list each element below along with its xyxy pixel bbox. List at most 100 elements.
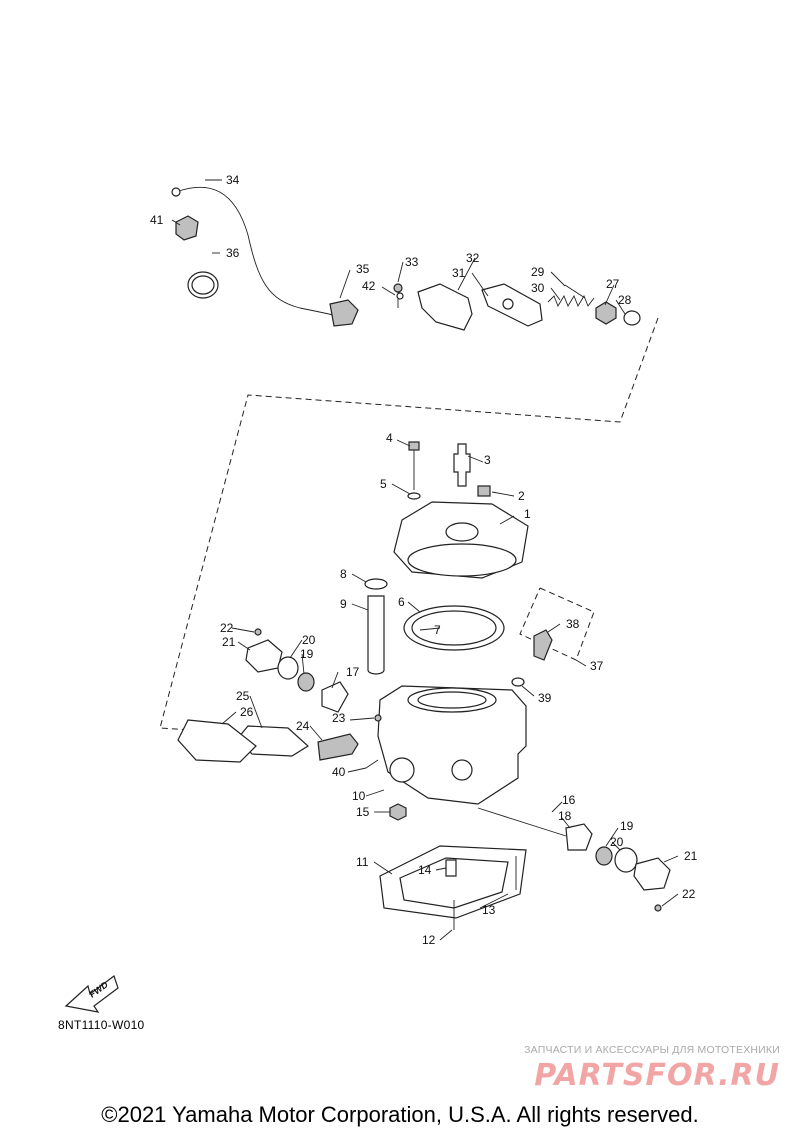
o-ring-39 <box>511 677 525 687</box>
callout-36: 36 <box>226 246 240 260</box>
nut-15 <box>389 803 407 821</box>
callout-3: 3 <box>484 453 491 467</box>
callout-17: 17 <box>346 665 360 679</box>
cable-holder-41 <box>175 215 199 241</box>
callout-4: 4 <box>386 431 393 445</box>
callout-2: 2 <box>518 489 525 503</box>
washer-5 <box>407 492 421 500</box>
copyright-notice: ©2021 Yamaha Motor Corporation, U.S.A. A… <box>101 1102 699 1127</box>
callout-33: 33 <box>405 255 419 269</box>
bolt-23 <box>374 714 382 722</box>
leader-lines-main <box>221 439 679 941</box>
cable-end-fitting <box>171 187 181 197</box>
callout-21-right: 21 <box>684 849 698 863</box>
callout-41: 41 <box>150 213 164 227</box>
callout-20-right: 20 <box>610 835 624 849</box>
spring-30 <box>547 294 595 308</box>
callout-1: 1 <box>524 507 531 521</box>
head-base <box>407 543 517 577</box>
cylinder-bore-inner <box>417 691 487 709</box>
callout-22-right: 22 <box>682 887 696 901</box>
watermark-tagline: ЗАПЧАСТИ И АКСЕССУАРЫ ДЛЯ МОТОТЕХНИКИ <box>524 1044 780 1056</box>
bolt-22-right <box>654 904 662 912</box>
callout-40: 40 <box>332 765 346 779</box>
callout-26: 26 <box>240 705 254 719</box>
pipe-9 <box>367 595 385 675</box>
callout-9: 9 <box>340 597 347 611</box>
callout-12: 12 <box>422 933 436 947</box>
valve-rod-24 <box>317 733 359 761</box>
combustion-chamber-port <box>445 522 479 542</box>
clamp-36-inner <box>191 275 215 295</box>
watermark-brand: PARTSFOR.RU <box>534 1058 780 1093</box>
callout-22-left: 22 <box>220 621 234 635</box>
callout-29: 29 <box>531 265 545 279</box>
cable-bracket-35 <box>329 299 359 327</box>
callout-37: 37 <box>590 659 604 673</box>
sensor-38 <box>533 629 553 661</box>
callout-16: 16 <box>562 793 576 807</box>
callout-18: 18 <box>558 809 572 823</box>
cylinder-10 <box>377 685 527 805</box>
callout-19-left: 19 <box>300 647 314 661</box>
callout-28: 28 <box>618 293 632 307</box>
callout-31: 31 <box>452 266 466 280</box>
callout-15: 15 <box>356 805 370 819</box>
callout-20-left: 20 <box>302 633 316 647</box>
valve-18 <box>565 823 593 851</box>
callout-7: 7 <box>434 623 441 637</box>
forward-arrow-icon <box>64 975 119 1013</box>
callout-42: 42 <box>362 279 376 293</box>
gasket-7 <box>411 610 497 646</box>
callout-10: 10 <box>352 789 366 803</box>
assembly-37-boundary <box>519 587 595 661</box>
screw-29 <box>564 284 586 299</box>
callout-8: 8 <box>340 567 347 581</box>
bolt-33 <box>393 283 403 293</box>
gasket-31-hole <box>502 298 514 310</box>
watermark: ЗАПЧАСТИ И АКСЕССУАРЫ ДЛЯ МОТОТЕХНИКИ PA… <box>490 1044 780 1093</box>
nut-2 <box>477 485 491 497</box>
callout-25: 25 <box>236 689 250 703</box>
spark-plug-3 <box>453 443 471 487</box>
callout-19-right: 19 <box>620 819 634 833</box>
assembly-boundary <box>159 317 659 731</box>
diagram-code: 8NT1110-W010 <box>58 1018 145 1032</box>
seal-19-left <box>297 672 315 692</box>
callout-13: 13 <box>482 903 496 917</box>
callout-35: 35 <box>356 262 370 276</box>
callout-5: 5 <box>380 477 387 491</box>
callout-6: 6 <box>398 595 405 609</box>
valve-housing-32 <box>417 283 473 331</box>
callout-24: 24 <box>296 719 310 733</box>
callout-21-left: 21 <box>222 635 236 649</box>
base-gasket-11-inner <box>399 857 509 909</box>
seal-19-right <box>595 846 613 866</box>
rod-16 <box>477 807 567 837</box>
callout-14: 14 <box>418 863 432 877</box>
callout-38: 38 <box>566 617 580 631</box>
callout-numbers: 1 2 3 4 5 6 7 8 9 10 11 12 13 14 15 16 1… <box>87 173 697 1000</box>
cylinder-port-right <box>451 759 473 781</box>
callout-34: 34 <box>226 173 240 187</box>
bolt-40 <box>365 759 379 769</box>
cover-21-left <box>245 639 283 673</box>
throttle-cable <box>175 186 346 319</box>
washer-42 <box>396 292 404 300</box>
o-ring-8 <box>364 578 388 590</box>
o-ring-20-left <box>277 656 299 680</box>
bolt-4-head <box>408 441 420 451</box>
callout-32: 32 <box>466 251 480 265</box>
bolt-22-left <box>254 628 262 636</box>
o-ring-20-right <box>614 847 638 873</box>
callout-11: 11 <box>356 855 369 869</box>
callout-27: 27 <box>606 277 620 291</box>
exploded-parts-diagram: 1 2 3 4 5 6 7 8 9 10 11 12 13 14 15 16 1… <box>64 173 698 1013</box>
cap-28 <box>595 301 617 325</box>
cylinder-port-left <box>389 757 415 783</box>
dowel-14 <box>445 859 457 877</box>
callout-39: 39 <box>538 691 552 705</box>
callout-23: 23 <box>332 711 346 725</box>
seal-27 <box>623 310 641 326</box>
